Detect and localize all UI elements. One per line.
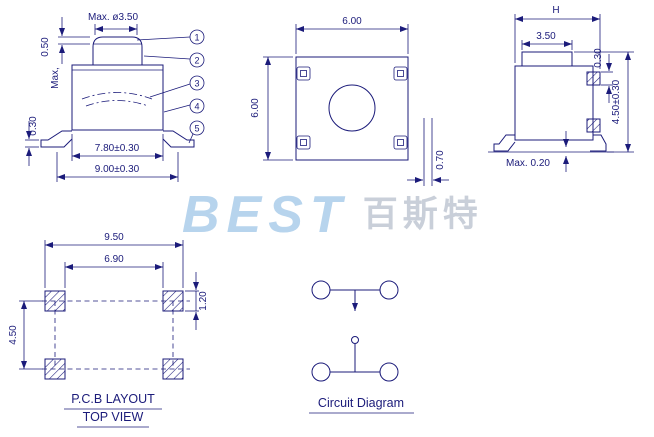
terminal-inner [397, 139, 404, 146]
pin-circle-2 [379, 280, 399, 300]
callout-number-4: 4 [194, 101, 199, 111]
dome-contact-centerline [85, 100, 149, 107]
dim-cap-side-width: 3.50 [536, 31, 556, 42]
circuit-diagram-title: Circuit Diagram [318, 396, 404, 410]
watermark-brand-text: BEST [182, 186, 349, 244]
callout-balloon-1 [189, 29, 205, 45]
dim-pad-outer-span: 9.50 [104, 232, 124, 243]
side-view: H 3.50 0.30 4.50±0.30 Max. 0.20 [488, 5, 634, 172]
body-outline-side [514, 65, 594, 141]
dim-row-spacing: 4.50 [8, 325, 19, 345]
switch-contact [351, 336, 359, 344]
dim-travel-note: Max, [50, 67, 61, 89]
pcb-layout-view: 9.50 6.90 1.20 4.50 P.C.B LAYOUT TOP VIE… [8, 232, 209, 428]
leader-line [143, 55, 191, 60]
terminal-top-right [393, 66, 408, 81]
left-foot-side [493, 134, 516, 152]
terminal-inner [300, 70, 307, 77]
dim-standoff: Max. 0.20 [506, 158, 550, 169]
leader-line [188, 133, 194, 144]
terminal-hatched-lower [586, 118, 601, 133]
front-view: Max. ø3.50 0.50 Max, 7.80±0.30 9.00±0.30… [25, 12, 205, 182]
switch-cap-outline [92, 36, 143, 65]
right-lead [162, 130, 195, 148]
dim-travel: 0.50 [40, 37, 51, 57]
callout-number-2: 2 [194, 55, 199, 65]
dim-body-width: 7.80±0.30 [95, 143, 140, 154]
terminal-bottom-right [393, 135, 408, 150]
callout-number-5: 5 [194, 123, 199, 133]
dim-pad-height: 1.20 [198, 291, 209, 311]
terminal-hatched-upper [586, 71, 601, 86]
solder-pad-bottom-right [162, 358, 184, 380]
right-foot-side [590, 134, 607, 152]
button-circle [328, 84, 376, 132]
pcb-layout-title: P.C.B LAYOUT [71, 392, 155, 406]
dim-pad-inner-span: 6.90 [104, 254, 124, 265]
leader-line [136, 36, 191, 41]
dim-cap-diameter: Max. ø3.50 [88, 12, 138, 23]
solder-pad-top-left [44, 290, 66, 312]
left-lead [40, 130, 73, 148]
solder-pad-bottom-left [44, 358, 66, 380]
dome-contact-centerline [81, 92, 153, 100]
terminal-inner [397, 70, 404, 77]
callout-number-1: 1 [194, 32, 199, 42]
pin-circle-1 [311, 280, 331, 300]
terminal-top-left [296, 66, 311, 81]
watermark-brand-chinese: 百斯特 [362, 194, 483, 235]
dim-h: H [552, 5, 559, 16]
dim-lead-thickness: 0.30 [28, 116, 39, 136]
solder-pad-top-right [162, 290, 184, 312]
callout-balloon-5 [189, 120, 205, 136]
dim-top-height: 6.00 [250, 98, 261, 118]
callout-balloon-4 [189, 98, 205, 114]
terminal-inner [300, 139, 307, 146]
callout-number-3: 3 [194, 78, 199, 88]
dim-terminal-width: 0.70 [435, 150, 446, 170]
pin-circle-4 [379, 362, 399, 382]
top-view-subtitle: TOP VIEW [83, 410, 144, 424]
dim-terminal-thickness: 0.30 [593, 48, 604, 68]
cap-outline-side [521, 51, 573, 66]
terminal-bottom-left [296, 135, 311, 150]
callout-balloon-2 [189, 52, 205, 68]
leader-line [163, 104, 191, 113]
dim-height: 4.50±0.30 [611, 79, 622, 124]
dim-overall-width: 9.00±0.30 [95, 164, 140, 175]
callout-balloon-3 [189, 75, 205, 91]
switch-body-outline [71, 64, 164, 131]
circuit-diagram: Circuit Diagram [309, 280, 414, 414]
dim-top-width: 6.00 [342, 16, 362, 27]
watermark: BEST 百斯特 [182, 189, 483, 241]
pin-circle-3 [311, 362, 331, 382]
top-view: 6.00 6.00 0.70 [250, 16, 449, 186]
leader-line [149, 83, 191, 98]
body-outline-top [295, 56, 409, 161]
